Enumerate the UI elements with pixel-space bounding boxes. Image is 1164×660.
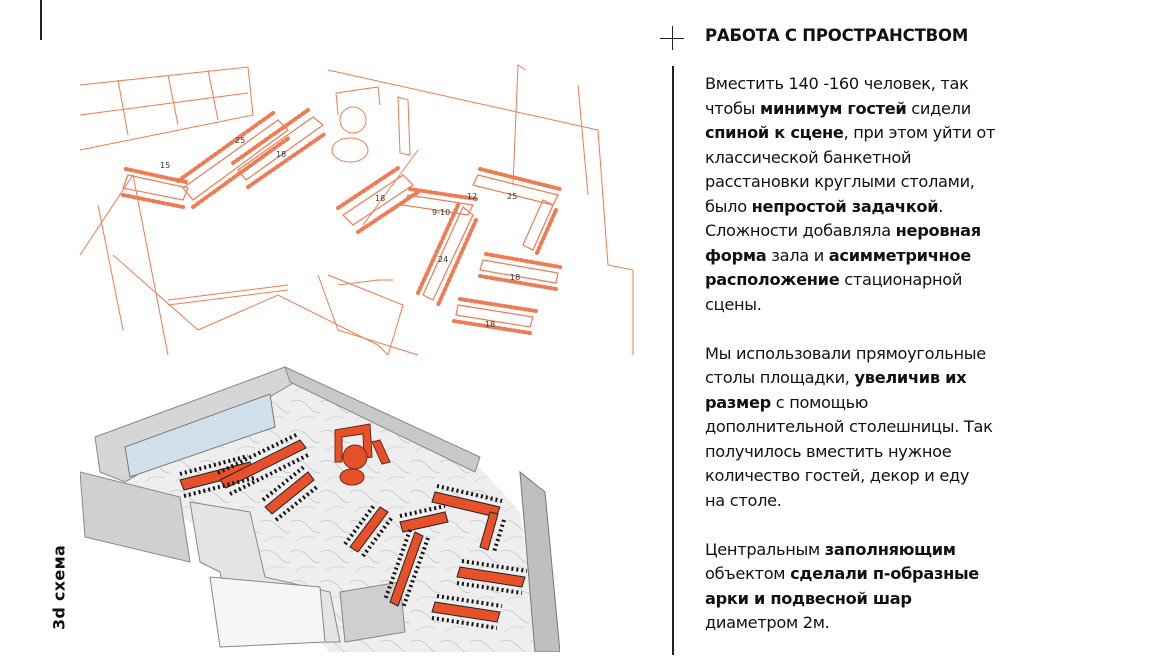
plan-label: 9-10 bbox=[432, 208, 450, 217]
text-line: дополнительной столешницы. Так bbox=[705, 415, 1145, 440]
text-segment: . bbox=[938, 196, 944, 216]
text-line: на столе. bbox=[705, 489, 1145, 514]
plan-walls bbox=[79, 64, 634, 356]
plan-label: 15 bbox=[160, 161, 170, 170]
text-segment: объектом bbox=[705, 564, 791, 583]
text-line: классической банкетной bbox=[705, 146, 1145, 171]
text-segment: зала и bbox=[766, 245, 829, 265]
divider-line bbox=[672, 66, 674, 655]
text-line: Центральным заполняющим bbox=[705, 538, 1145, 563]
text-segment: Сложности добавляла bbox=[705, 221, 896, 240]
partition bbox=[339, 581, 406, 643]
emphasis-text: размер bbox=[705, 392, 771, 412]
emphasis-text: заполняющим bbox=[824, 539, 956, 559]
text-segment: количество гостей, декор и еду bbox=[705, 466, 970, 485]
text-line: сцены. bbox=[705, 293, 1145, 318]
plan-stage-arches bbox=[331, 86, 411, 163]
left-wall bbox=[80, 471, 191, 563]
chairs bbox=[179, 432, 528, 630]
text-segment: Центральным bbox=[705, 539, 825, 559]
right-wall bbox=[519, 470, 560, 652]
text-segment: получилось вместить нужное bbox=[705, 441, 952, 461]
plan-label: 18 bbox=[375, 194, 385, 203]
text-segment: расстановки круглыми столами, bbox=[705, 172, 975, 191]
plan-label: 25 bbox=[507, 192, 517, 201]
text-line: получилось вместить нужное bbox=[705, 440, 1145, 465]
emphasis-text: арки и подвесной шар bbox=[705, 588, 912, 608]
decorative-top-line bbox=[40, 0, 42, 40]
paragraph: Мы использовали прямоугольные столы площа… bbox=[705, 342, 1145, 514]
text-segment: чтобы bbox=[705, 98, 761, 118]
text-line: размер с помощью bbox=[705, 391, 1145, 416]
text-segment: на столе. bbox=[705, 490, 782, 510]
text-segment: Вместить 140 -160 человек, так bbox=[705, 74, 969, 93]
emphasis-text: спиной к сцене bbox=[705, 123, 844, 142]
text-segment: дополнительной столешницы. Так bbox=[705, 417, 993, 436]
floor-plan-sketch: 25 18 15 18 9-10 12 25 24 18 18 bbox=[79, 64, 634, 356]
text-line: диаметром 2м. bbox=[705, 611, 1145, 636]
plan-label: 12 bbox=[467, 192, 477, 201]
window bbox=[124, 393, 276, 478]
text-line: Вместить 140 -160 человек, так bbox=[705, 72, 1145, 97]
text-segment: с помощью bbox=[770, 392, 869, 412]
plan-label: 18 bbox=[510, 273, 520, 282]
text-segment: сцены. bbox=[705, 294, 762, 314]
text-line: расположение стационарной bbox=[705, 268, 1145, 293]
text-line: столы площадки, увеличив их bbox=[705, 366, 1145, 391]
plan-label: 24 bbox=[438, 255, 448, 264]
text-line: расстановки круглыми столами, bbox=[705, 170, 1145, 195]
back-wall-right bbox=[284, 366, 481, 473]
text-segment: классической банкетной bbox=[705, 147, 912, 167]
plan-label: 18 bbox=[485, 320, 495, 329]
text-line: количество гостей, декор и еду bbox=[705, 464, 1145, 489]
section-heading: РАБОТА С ПРОСТРАНСТВОМ bbox=[705, 26, 969, 45]
text-segment: сидели bbox=[906, 98, 971, 118]
text-line: чтобы минимум гостей сидели bbox=[705, 97, 1145, 122]
text-segment: диаметром 2м. bbox=[705, 613, 830, 632]
text-segment: стационарной bbox=[839, 270, 963, 289]
tables bbox=[179, 439, 526, 623]
text-line: Сложности добавляла неровная bbox=[705, 219, 1145, 244]
emphasis-text: сделали п-образные bbox=[790, 564, 979, 583]
text-line: Мы использовали прямоугольные bbox=[705, 342, 1145, 367]
plan-tables bbox=[122, 116, 559, 328]
arches-and-ball bbox=[334, 423, 391, 486]
text-line: арки и подвесной шар bbox=[705, 587, 1145, 612]
text-segment: было bbox=[705, 196, 752, 216]
text-segment: , при этом уйти от bbox=[843, 123, 996, 142]
emphasis-text: расположение bbox=[705, 270, 840, 289]
emphasis-text: асимметричное bbox=[828, 245, 971, 265]
plan-label: 18 bbox=[276, 150, 286, 159]
text-line: было непростой задачкой. bbox=[705, 195, 1145, 220]
plan-chairs bbox=[121, 108, 562, 335]
text-segment: Мы использовали прямоугольные bbox=[705, 343, 986, 363]
text-line: форма зала и асимметричное bbox=[705, 244, 1145, 269]
side-label: 3d схема bbox=[49, 544, 69, 631]
text-line: спиной к сцене, при этом уйти от bbox=[705, 121, 1145, 146]
plan-label: 25 bbox=[235, 136, 245, 145]
emphasis-text: минимум гостей bbox=[760, 98, 907, 118]
plan-seat-count-labels: 25 18 15 18 9-10 12 25 24 18 18 bbox=[160, 136, 520, 329]
paragraph: Вместить 140 -160 человек, так чтобы мини… bbox=[705, 72, 1145, 317]
stage-front bbox=[209, 576, 326, 648]
emphasis-text: увеличив их bbox=[854, 368, 967, 387]
3d-render bbox=[80, 366, 560, 652]
plus-icon bbox=[660, 26, 684, 50]
text-line: объектом сделали п-образные bbox=[705, 562, 1145, 587]
body-text: Вместить 140 -160 человек, так чтобы мини… bbox=[705, 72, 1145, 660]
text-segment: столы площадки, bbox=[705, 368, 855, 387]
emphasis-text: форма bbox=[705, 245, 767, 265]
emphasis-text: неровная bbox=[895, 221, 982, 240]
emphasis-text: непростой задачкой bbox=[751, 196, 939, 216]
